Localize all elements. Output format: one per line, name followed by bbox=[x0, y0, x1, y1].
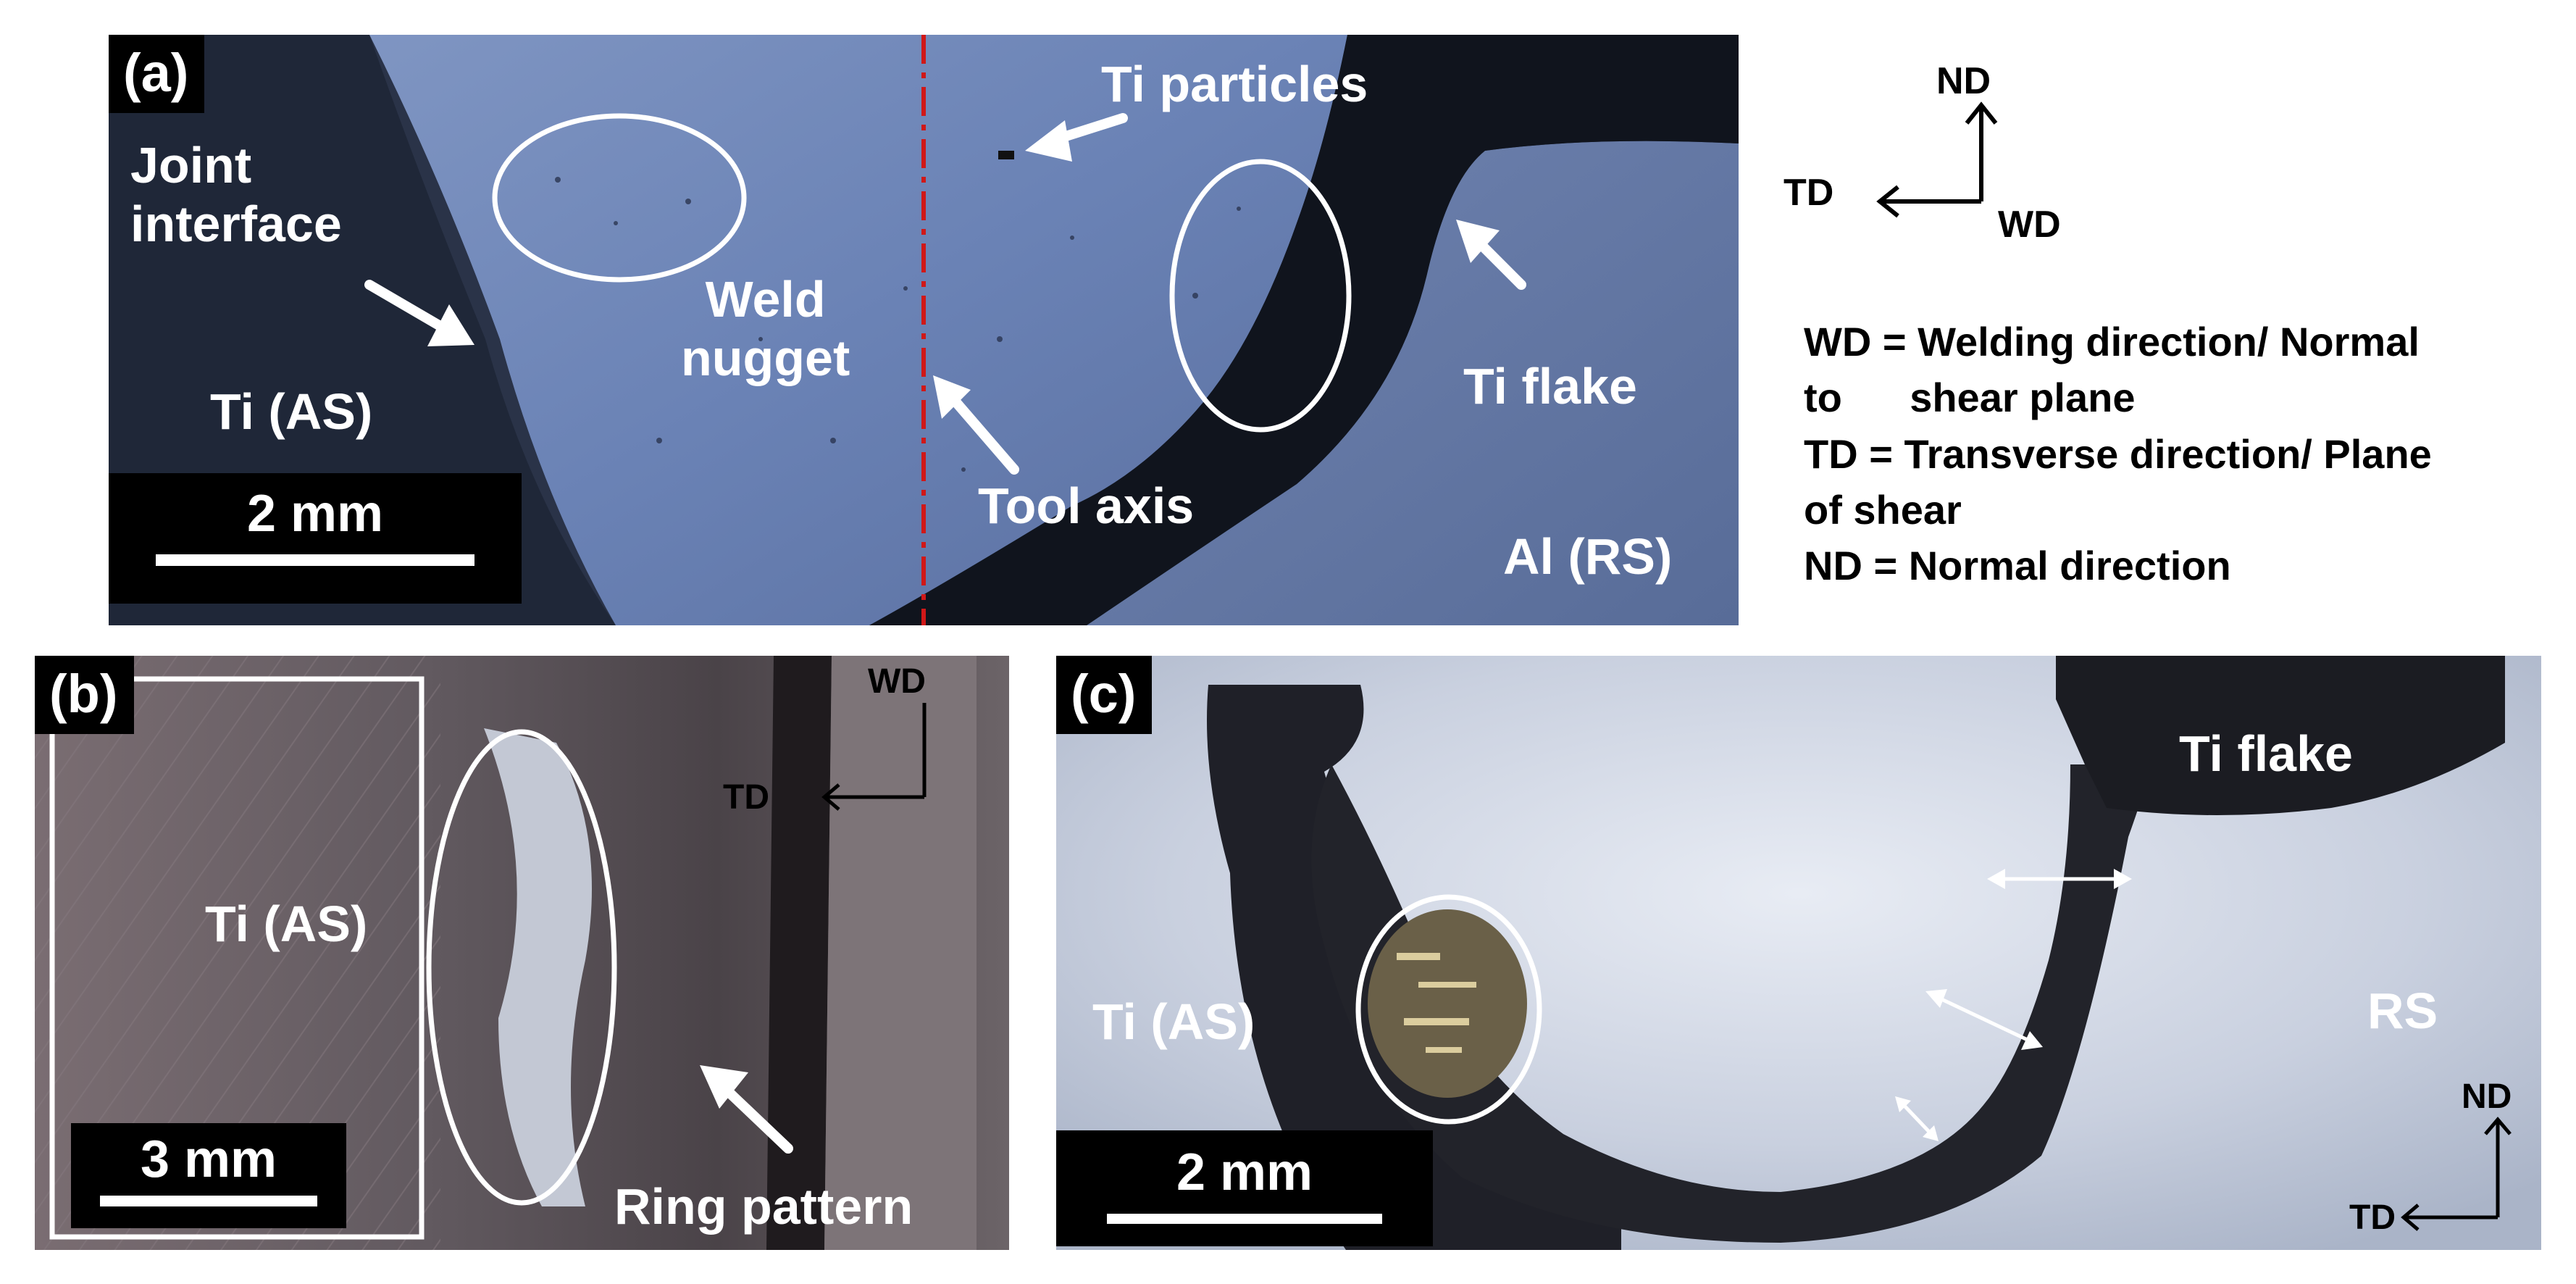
legend-line: WD = Welding direction/ Normal bbox=[1804, 319, 2420, 364]
legend-line: ND = Normal direction bbox=[1804, 543, 2231, 589]
scale-bar: 2 mm bbox=[109, 473, 522, 604]
ti-as-label: Ti (AS) bbox=[210, 383, 373, 440]
legend-line: TD = Transverse direction/ Plane bbox=[1804, 430, 2432, 477]
wd-axis-label: WD bbox=[1998, 204, 2061, 246]
panel-c-micrograph: (c) Ti flake Ti (AS) RS ND TD 2 mm bbox=[1056, 656, 2541, 1250]
scale-bar: 3 mm bbox=[71, 1123, 346, 1228]
scale-bar-line bbox=[156, 554, 474, 566]
scale-bar: 2 mm bbox=[1056, 1130, 1433, 1246]
panel-c-tag: (c) bbox=[1056, 656, 1153, 734]
nd-axis-label: ND bbox=[1936, 60, 1991, 102]
scale-bar-line bbox=[100, 1196, 317, 1206]
ring-pattern-label: Ring pattern bbox=[614, 1178, 913, 1235]
legend-line: of shear bbox=[1804, 486, 1962, 533]
td-axis-label: TD bbox=[1783, 172, 1834, 214]
ti-flake-label: Ti flake bbox=[1463, 358, 1637, 414]
joint-interface-label: Joint interface bbox=[130, 137, 342, 252]
ti-flake-label: Ti flake bbox=[2179, 725, 2353, 782]
panel-a-tag: (a) bbox=[109, 35, 205, 113]
scale-bar-line bbox=[1107, 1214, 1382, 1224]
nd-axis-label: ND bbox=[2462, 1077, 2512, 1116]
td-axis-label: TD bbox=[2349, 1198, 2396, 1237]
ti-as-label: Ti (AS) bbox=[1092, 993, 1255, 1050]
panel-b-micrograph: (b) Ti (AS) Ring pattern WD TD 3 mm bbox=[35, 656, 1009, 1250]
legend-line: to shear plane bbox=[1804, 375, 2136, 421]
al-rs-label: Al (RS) bbox=[1503, 528, 1673, 585]
ti-particles-label: Ti particles bbox=[1101, 56, 1368, 112]
panel-a-micrograph: (a) Joint interface Ti particles Weld nu… bbox=[109, 35, 1739, 625]
scale-bar-label: 2 mm bbox=[1176, 1143, 1313, 1201]
ti-as-label: Ti (AS) bbox=[205, 896, 368, 952]
rs-label: RS bbox=[2367, 983, 2438, 1039]
scale-bar-label: 3 mm bbox=[140, 1130, 277, 1188]
td-axis-label: TD bbox=[723, 778, 769, 817]
orientation-axes bbox=[1876, 101, 1998, 218]
panel-b-tag: (b) bbox=[35, 656, 134, 734]
tool-axis-label: Tool axis bbox=[978, 478, 1195, 534]
wd-axis-label: WD bbox=[868, 662, 926, 701]
abbreviation-legend: WD = Welding direction/ Normal to shear … bbox=[1804, 314, 2432, 593]
weld-nugget-label: Weld nugget bbox=[681, 271, 850, 386]
scale-bar-label: 2 mm bbox=[246, 485, 384, 543]
